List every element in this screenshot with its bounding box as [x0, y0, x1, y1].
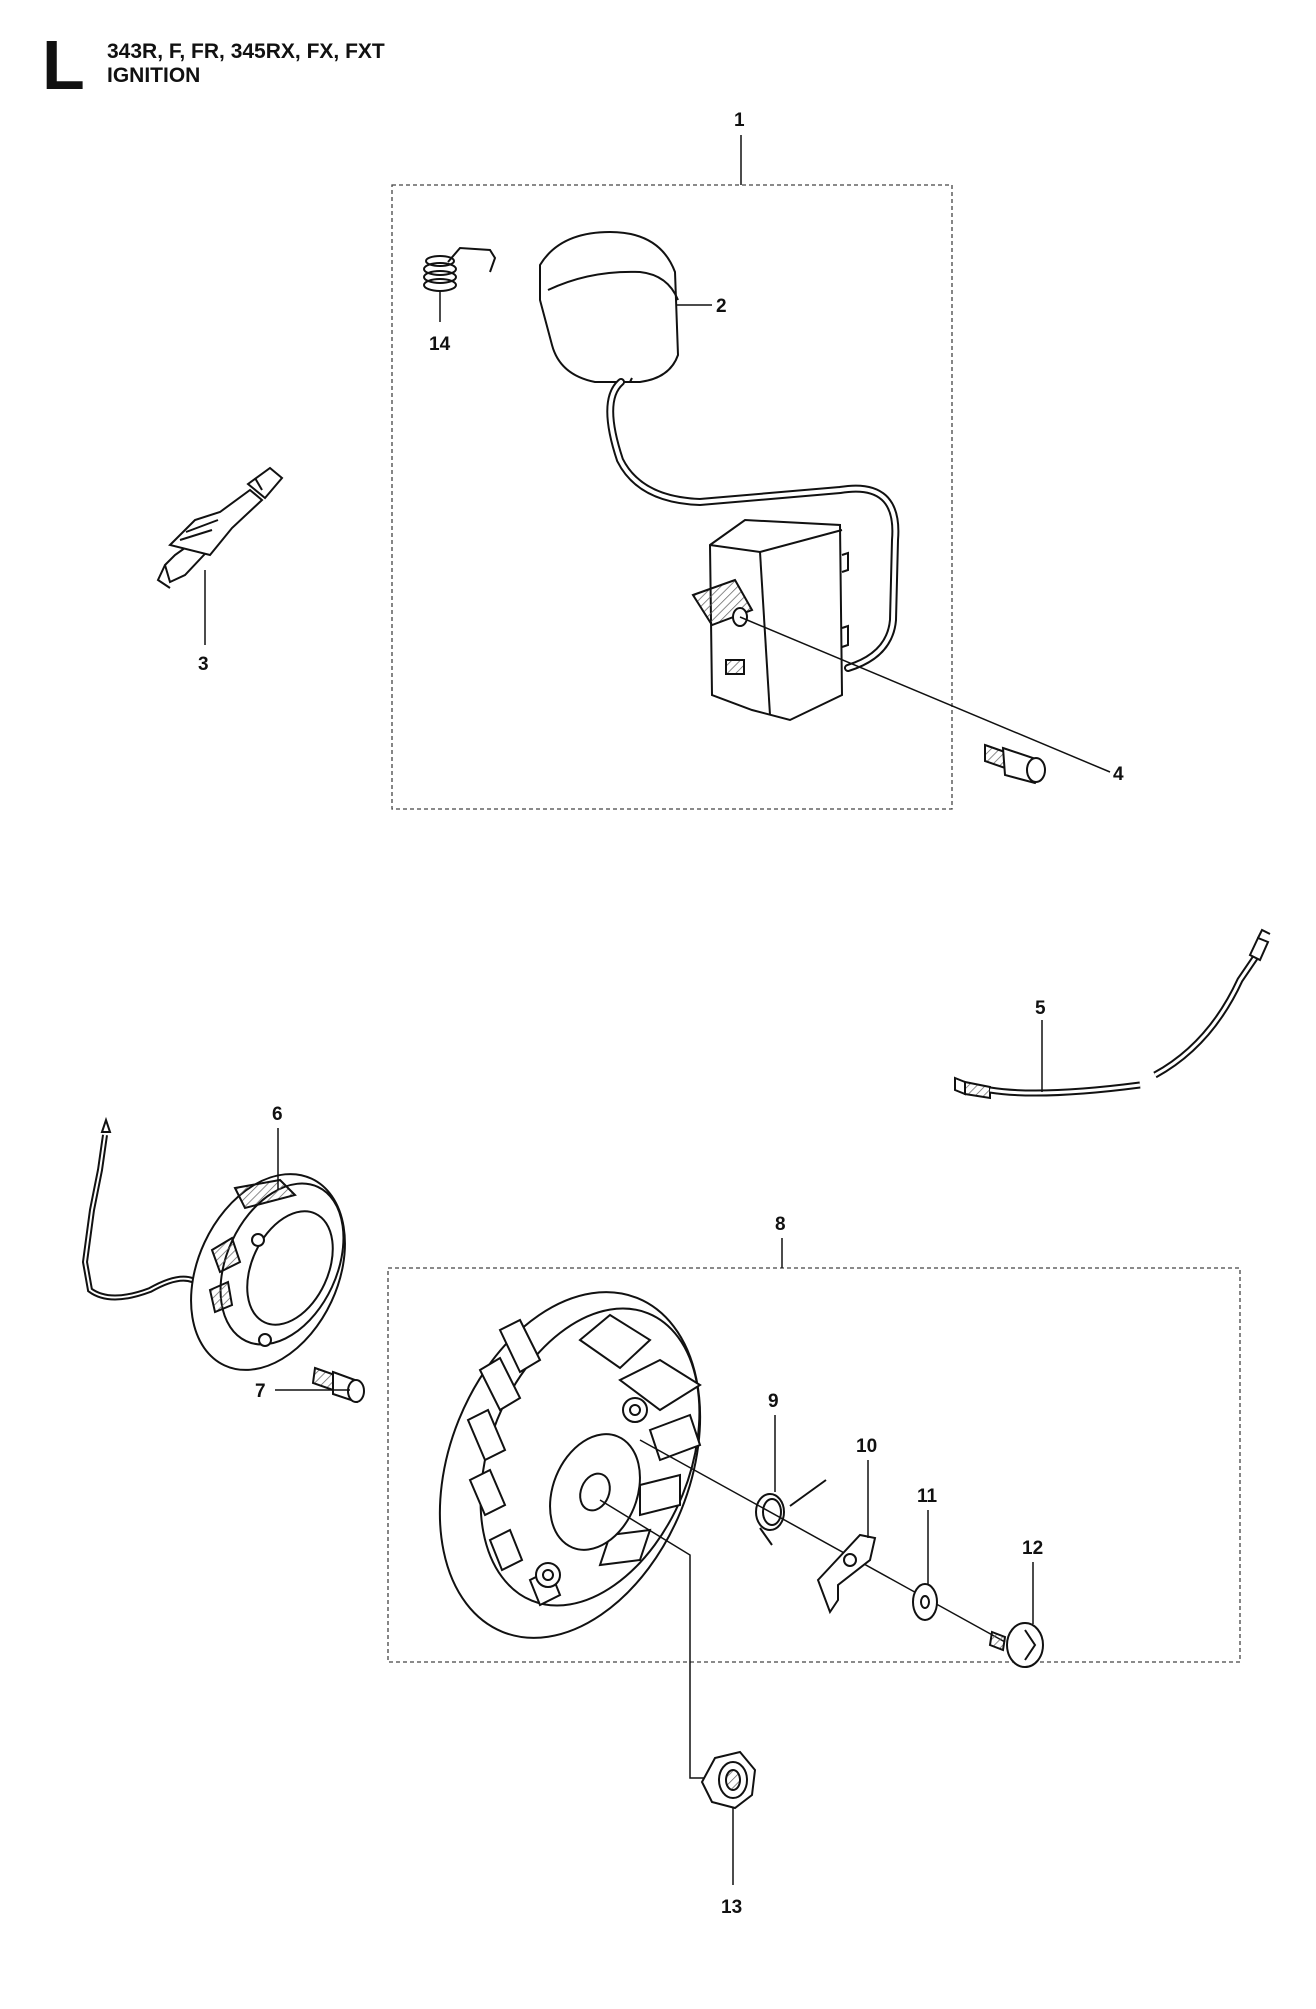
callout-2: 2 [716, 296, 727, 317]
group-box-ignition-module [391, 184, 953, 810]
callout-10: 10 [856, 1436, 877, 1457]
callout-3: 3 [198, 654, 209, 675]
callout-13: 13 [721, 1897, 742, 1918]
starter-pawl [816, 1533, 877, 1615]
flywheel-nut [700, 1750, 757, 1810]
coil-screw [311, 1366, 365, 1404]
washer [912, 1583, 938, 1621]
stop-wire [954, 928, 1271, 1100]
model-list: 343R, F, FR, 345RX, FX, FXT [107, 40, 385, 63]
callout-7: 7 [255, 1381, 266, 1402]
callout-6: 6 [272, 1104, 283, 1125]
callout-9: 9 [768, 1391, 779, 1412]
spark-plug [156, 466, 284, 589]
section-letter: L [42, 26, 85, 104]
module-screw [984, 743, 1046, 785]
callout-14: 14 [429, 334, 451, 355]
pawl-screw [988, 1622, 1044, 1668]
callout-4: 4 [1113, 764, 1124, 785]
circlip [755, 1479, 827, 1546]
callout-11: 11 [917, 1486, 938, 1507]
coil-ring [81, 1116, 346, 1371]
callout-1: 1 [734, 110, 745, 131]
callout-8: 8 [775, 1214, 786, 1235]
page-title: IGNITION [107, 64, 201, 87]
callout-5: 5 [1035, 998, 1046, 1019]
ignition-module [691, 518, 849, 722]
flywheel [438, 1291, 702, 1639]
return-spring [423, 246, 497, 292]
leader-4 [739, 616, 1111, 773]
leader-13 [599, 1499, 715, 1779]
callout-12: 12 [1022, 1538, 1043, 1559]
spark-plug-cap [539, 230, 680, 383]
leader-flywheel-axis [639, 1439, 1006, 1643]
